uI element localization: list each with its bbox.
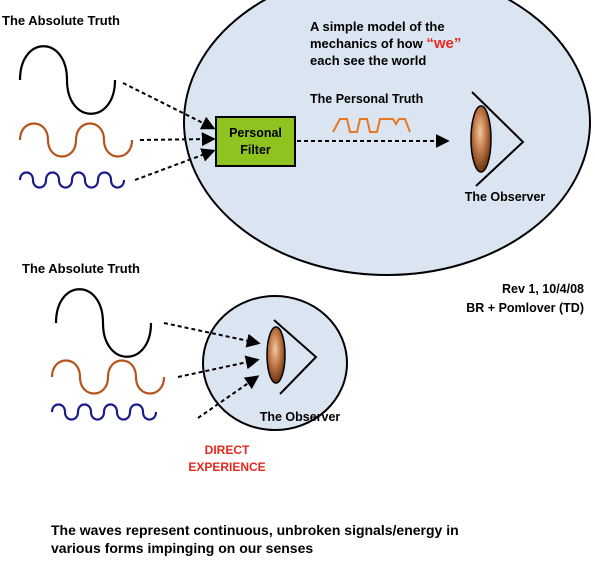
top-wave-blue bbox=[18, 171, 126, 189]
direct-experience-line1: DIRECT bbox=[205, 443, 250, 457]
arrow-black-to-eye bbox=[163, 322, 261, 348]
direct-experience-line2: EXPERIENCE bbox=[188, 460, 265, 474]
personal-truth-label: The Personal Truth bbox=[310, 92, 423, 106]
bottom-observer-eye bbox=[266, 319, 318, 395]
diagram-title-line2: mechanics of how “we” bbox=[310, 35, 461, 52]
bottom-eye-lens bbox=[266, 326, 286, 384]
bottom-wave-black bbox=[54, 288, 153, 358]
diagram-title-line1: A simple model of the bbox=[310, 19, 445, 34]
personal-truth-signal bbox=[332, 118, 411, 133]
diagram-title-line3: each see the world bbox=[310, 53, 426, 68]
top-eye-lens bbox=[470, 105, 492, 173]
bottom-absolute-truth-label: The Absolute Truth bbox=[22, 261, 140, 276]
top-absolute-truth-label: The Absolute Truth bbox=[2, 13, 120, 28]
bottom-observer-label: The Observer bbox=[260, 410, 341, 424]
bottom-wave-blue bbox=[50, 403, 158, 421]
top-observer-eye bbox=[470, 91, 525, 187]
top-eye-outline bbox=[471, 91, 525, 187]
arrow-brown-to-filter bbox=[139, 132, 216, 147]
top-observer-label: The Observer bbox=[465, 190, 546, 204]
bottom-wave-brown bbox=[50, 359, 166, 395]
top-wave-brown bbox=[18, 122, 134, 158]
arrow-blue-to-eye bbox=[197, 375, 260, 419]
caption-line1: The waves represent continuous, unbroken… bbox=[51, 522, 459, 538]
arrow-black-to-filter bbox=[122, 82, 216, 130]
revision-line2: BR + Pomlover (TD) bbox=[466, 301, 584, 315]
top-ellipse bbox=[183, 0, 591, 276]
diagram-title-line2-prefix: mechanics of how bbox=[310, 36, 426, 51]
filter-label-line2: Filter bbox=[240, 143, 271, 157]
revision-line1: Rev 1, 10/4/08 bbox=[502, 282, 584, 296]
filter-label-line1: Personal bbox=[229, 126, 282, 140]
diagram-title-emphasis: “we” bbox=[426, 35, 461, 52]
personal-filter-box bbox=[215, 116, 296, 167]
top-wave-black bbox=[18, 45, 117, 115]
caption-line2: various forms impinging on our senses bbox=[51, 540, 313, 556]
bottom-eye-outline bbox=[273, 319, 318, 395]
